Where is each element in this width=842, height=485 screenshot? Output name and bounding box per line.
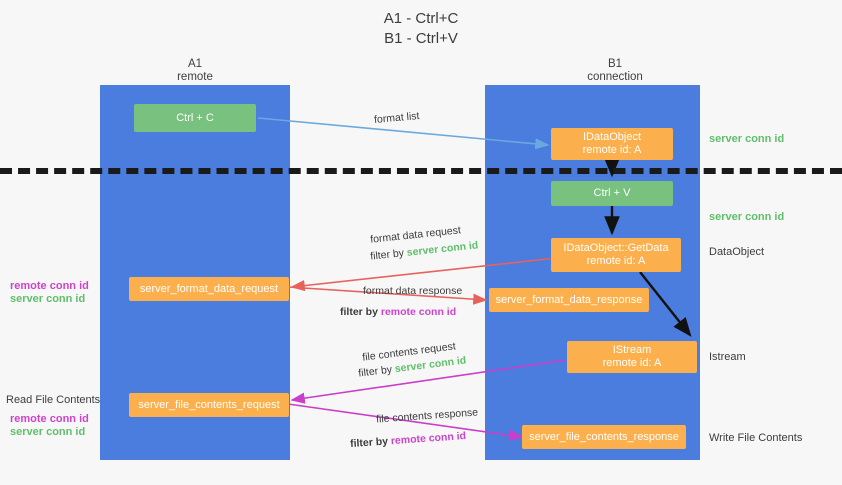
filter-prefix: filter by (357, 363, 393, 380)
title-line-1: A1 - Ctrl+C (383, 10, 459, 27)
node-idataobject-title: IDataObject (582, 131, 642, 143)
node-getdata-sub: remote id: A (586, 255, 646, 267)
left-label-remote-conn-id-1: remote conn id (10, 280, 89, 292)
column-header-a1: A1 remote (115, 58, 275, 84)
node-server-file-contents-response-label: server_file_contents_response (529, 430, 679, 443)
node-istream-sub: remote id: A (602, 357, 662, 369)
node-getdata-title: IDataObject::GetData (563, 242, 669, 254)
filter-key-remote-conn-id: remote conn id (390, 429, 467, 448)
column-a1-name: A1 (187, 58, 203, 70)
node-istream-title: IStream (612, 344, 652, 356)
right-label-server-conn-id-top: server conn id (709, 133, 785, 145)
left-label-remote-conn-id-2: remote conn id (10, 413, 89, 425)
column-b1-role: connection (587, 71, 643, 83)
node-server-format-data-request[interactable]: server_format_data_request (129, 277, 289, 301)
edge-label-file-contents-response-filter: filter by remote conn id (350, 429, 467, 451)
filter-prefix: filter by (349, 435, 389, 451)
node-server-format-data-response-label: server_format_data_response (495, 293, 643, 306)
node-getdata[interactable]: IDataObject::GetData remote id: A (551, 238, 681, 272)
node-server-format-data-request-label: server_format_data_request (139, 282, 279, 295)
right-label-dataobject: DataObject (709, 246, 765, 258)
edge-label-format-data-response: format data response (363, 285, 463, 297)
column-b1-name: B1 (607, 58, 623, 70)
column-a1-role: remote (177, 71, 213, 83)
node-server-file-contents-request[interactable]: server_file_contents_request (129, 393, 289, 417)
title-line-2: B1 - Ctrl+V (384, 30, 458, 47)
node-server-file-contents-request-label: server_file_contents_request (138, 398, 280, 411)
filter-prefix: filter by (340, 306, 378, 318)
right-label-write-file-contents: Write File Contents (709, 432, 803, 444)
node-ctrl-c-label: Ctrl + C (176, 111, 214, 124)
node-ctrl-v-label: Ctrl + V (593, 187, 631, 199)
node-idataobject[interactable]: IDataObject remote id: A (551, 128, 673, 160)
node-idataobject-sub: remote id: A (582, 144, 642, 156)
diagram-title: A1 - Ctrl+C B1 - Ctrl+V (0, 9, 842, 49)
right-label-istream: Istream (709, 351, 746, 363)
node-ctrl-v[interactable]: Ctrl + V (551, 181, 673, 206)
filter-prefix: filter by (369, 247, 405, 263)
column-header-b1: B1 connection (535, 58, 695, 84)
edge-label-format-list: format list (373, 110, 420, 126)
left-label-server-conn-id-2: server conn id (10, 426, 86, 438)
left-label-read-file-contents: Read File Contents (6, 394, 101, 406)
node-server-file-contents-response[interactable]: server_file_contents_response (522, 425, 686, 449)
filter-key-server-conn-id: server conn id (406, 239, 479, 259)
filter-key-remote-conn-id: remote conn id (380, 306, 457, 318)
edge-label-format-data-response-filter: filter by remote conn id (340, 305, 456, 319)
node-ctrl-c[interactable]: Ctrl + C (134, 104, 256, 132)
phase-divider (0, 168, 842, 174)
node-istream[interactable]: IStream remote id: A (567, 341, 697, 373)
edge-label-file-contents-response: file contents response (375, 406, 479, 426)
right-label-server-conn-id-mid: server conn id (709, 211, 785, 223)
node-server-format-data-response[interactable]: server_format_data_response (489, 288, 649, 312)
left-label-server-conn-id-1: server conn id (10, 293, 86, 305)
